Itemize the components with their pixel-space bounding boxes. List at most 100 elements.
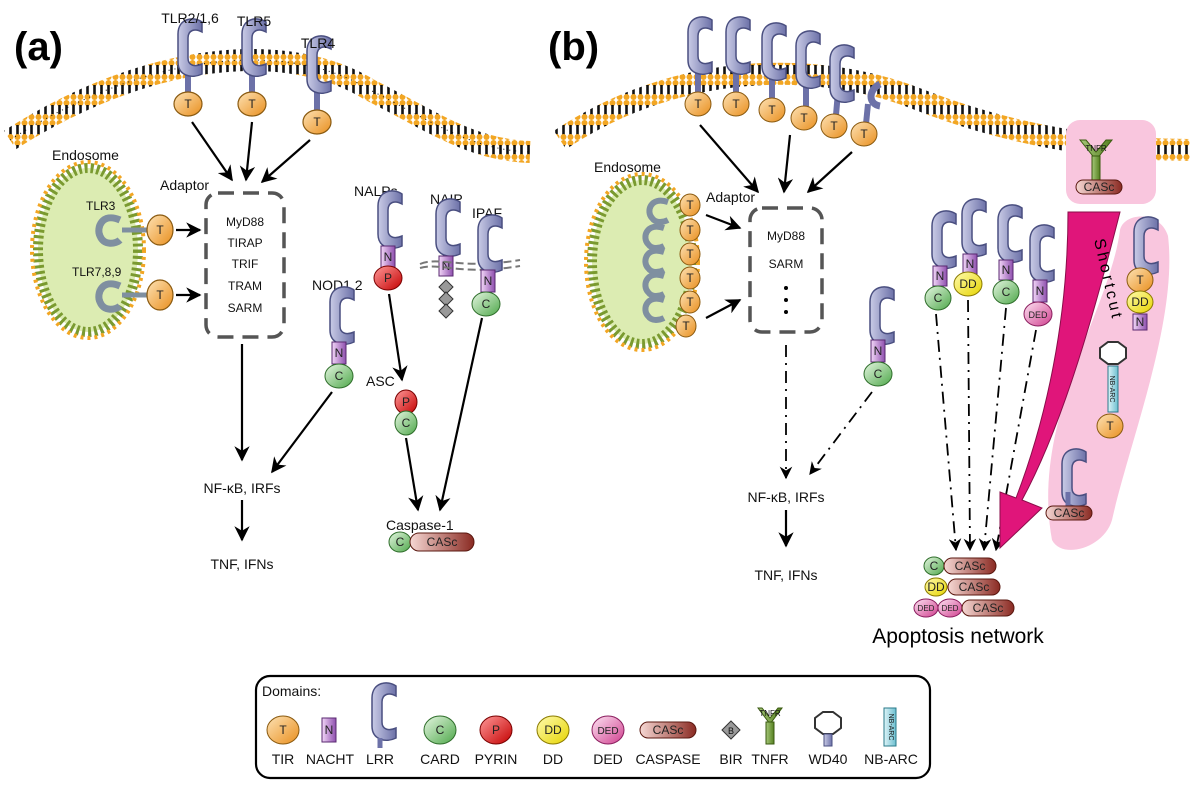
- svg-text:P: P: [384, 271, 392, 285]
- tnf-label-a: TNF, IFNs: [211, 556, 274, 572]
- svg-text:T: T: [1106, 419, 1114, 433]
- adaptor-b-sarm: SARM: [769, 257, 804, 271]
- nod-protein: N C: [324, 286, 355, 389]
- arrow-tlr4-adaptor: [260, 139, 311, 184]
- svg-text:WD40: WD40: [809, 751, 848, 767]
- svg-text:NB-ARC: NB-ARC: [864, 751, 918, 767]
- svg-text:N: N: [936, 269, 945, 283]
- apoptosis-label: Apoptosis network: [872, 625, 1044, 648]
- nlr-card-1: N C: [924, 210, 957, 311]
- svg-text:CASc: CASc: [1054, 506, 1085, 520]
- svg-text:CASc: CASc: [959, 580, 990, 594]
- nfkb-label-b: NF-κB, IRFs: [748, 489, 825, 505]
- asc-protein: P C: [394, 389, 418, 436]
- svg-text:DED: DED: [597, 726, 618, 737]
- svg-text:N: N: [966, 257, 975, 271]
- svg-text:DED: DED: [593, 751, 623, 767]
- arrow-b-r1: [699, 124, 760, 194]
- svg-text:NB-ARC: NB-ARC: [1108, 376, 1115, 403]
- tlr5-receptor: T: [237, 18, 267, 117]
- endosome-label-a: Endosome: [52, 147, 119, 163]
- caspase1-protein: C CASc: [388, 531, 475, 553]
- svg-text:B: B: [728, 726, 734, 736]
- svg-text:DD: DD: [959, 277, 977, 291]
- adaptor-tirap: TIRAP: [227, 236, 262, 250]
- svg-text:N: N: [442, 259, 451, 273]
- legend-wd40: WD40: [809, 711, 848, 767]
- legend-lrr: LRR: [366, 682, 397, 767]
- nfkb-label-a: NF-κB, IRFs: [204, 480, 281, 496]
- svg-text:TNFR: TNFR: [759, 709, 781, 718]
- legend-tir: T TIR: [266, 715, 300, 767]
- nlr-card-2: N C: [992, 204, 1023, 305]
- svg-text:N: N: [325, 723, 334, 737]
- svg-text:BIR: BIR: [719, 751, 742, 767]
- panel-b-label: (b): [548, 25, 599, 69]
- svg-text:C: C: [436, 723, 445, 737]
- svg-text:DD: DD: [543, 751, 563, 767]
- adaptor-b-myd88: MyD88: [767, 229, 805, 243]
- svg-text:T: T: [1136, 273, 1144, 287]
- svg-text:T: T: [686, 223, 694, 237]
- panel-a-label: (a): [14, 25, 63, 69]
- svg-text:T: T: [156, 288, 164, 302]
- tnfr-receptor-b: TNFR CASc: [1075, 139, 1123, 195]
- svg-text:DD: DD: [927, 580, 945, 594]
- svg-text:N: N: [1136, 315, 1145, 329]
- arrow-tlr2-adaptor: [191, 121, 233, 182]
- svg-text:DED: DED: [1028, 310, 1048, 320]
- svg-text:DED: DED: [942, 604, 959, 613]
- svg-text:P: P: [402, 395, 410, 409]
- arrow-nalp-asc: [387, 293, 408, 382]
- adaptor-tram: TRAM: [228, 279, 262, 293]
- svg-text:NB-ARC: NB-ARC: [887, 714, 894, 741]
- svg-text:N: N: [484, 274, 493, 288]
- svg-text:T: T: [830, 119, 838, 133]
- svg-text:N: N: [1036, 284, 1045, 298]
- endosome-a: [33, 163, 143, 337]
- legend-pyrin: P PYRIN: [475, 715, 517, 767]
- svg-text:P: P: [492, 723, 500, 737]
- svg-text:T: T: [313, 115, 321, 129]
- svg-text:T: T: [156, 223, 164, 237]
- svg-text:T: T: [694, 97, 702, 111]
- arrow-b-nlrdd-apop: [963, 299, 977, 552]
- tlr789-receptor: T: [95, 279, 174, 313]
- adaptor-label-a: Adaptor: [160, 177, 209, 193]
- svg-text:CASc: CASc: [955, 559, 986, 573]
- svg-text:CASc: CASc: [427, 535, 458, 549]
- legend-caspase: CASc CASPASE: [635, 721, 701, 767]
- panel-b-tlr-receptors: T T T T T T: [684, 16, 882, 147]
- svg-text:T: T: [800, 111, 808, 125]
- svg-text:T: T: [732, 97, 740, 111]
- naip-protein: N: [435, 198, 461, 319]
- lrr-caspase: CASc: [1045, 448, 1093, 521]
- svg-text:LRR: LRR: [366, 751, 394, 767]
- tlr4-receptor: T: [302, 35, 332, 135]
- svg-text:T: T: [686, 247, 694, 261]
- svg-text:T: T: [768, 103, 776, 117]
- svg-text:T: T: [279, 723, 287, 737]
- tnf-label-b: TNF, IFNs: [755, 567, 818, 583]
- nlr-ded: N DED: [1023, 224, 1055, 327]
- svg-text:DED: DED: [918, 604, 935, 613]
- arrow-b-r3: [806, 151, 853, 194]
- legend-tnfr: TNFR TNFR: [751, 707, 789, 767]
- tlr2-receptor: T: [173, 18, 203, 117]
- svg-text:TIR: TIR: [272, 751, 295, 767]
- arrow-ipaf-caspase: [435, 317, 484, 512]
- svg-text:T: T: [248, 97, 256, 111]
- legend-dd: DD DD: [536, 715, 570, 767]
- nalp-protein: N P: [373, 190, 403, 291]
- svg-text:DD: DD: [1131, 295, 1149, 309]
- svg-text:CASc: CASc: [653, 723, 684, 737]
- asc-label: ASC: [366, 373, 395, 389]
- svg-text:C: C: [934, 291, 943, 305]
- tlr3-label: TLR3: [86, 199, 116, 213]
- plasma-membrane-a: [4, 49, 531, 163]
- svg-text:N: N: [384, 250, 393, 264]
- svg-text:TNFR: TNFR: [1085, 144, 1107, 153]
- adaptor-sarm: SARM: [228, 301, 263, 315]
- svg-text:C: C: [930, 559, 939, 573]
